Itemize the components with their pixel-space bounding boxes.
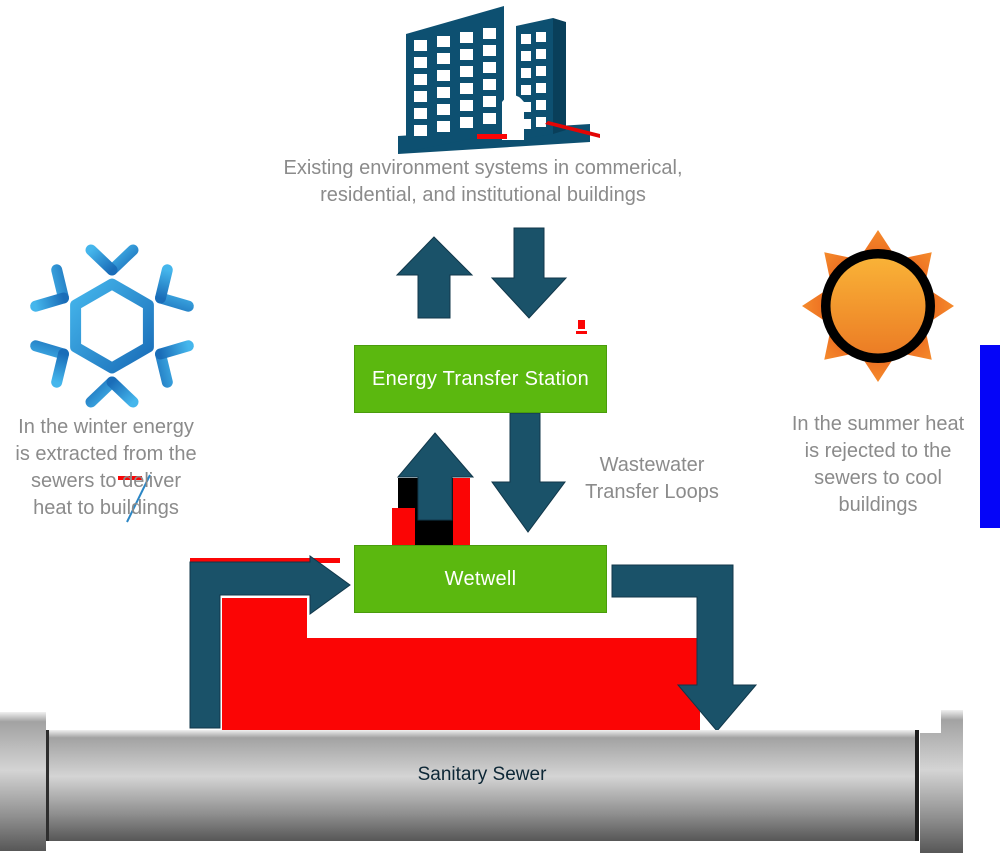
- building-red-line: [545, 121, 600, 138]
- wastewater-caption-line1: Wastewater: [599, 454, 705, 476]
- pipe-collar-left: [0, 712, 46, 851]
- snowflake-tail-line: [126, 474, 151, 523]
- winter-caption-line1: In the winter energy: [18, 416, 194, 438]
- arrow-up-building-icon: [395, 236, 474, 319]
- flow-arrows: [189, 227, 758, 732]
- energy-transfer-station-label: Energy Transfer Station: [371, 367, 589, 390]
- summer-caption-line1: In the summer heat: [791, 413, 965, 435]
- pipe-gap-right: [915, 730, 919, 841]
- summer-caption-line4: buildings: [838, 494, 918, 516]
- sun-core: [830, 258, 926, 354]
- summer-caption-line2: is rejected to the: [804, 440, 952, 462]
- building-windows: [414, 28, 546, 136]
- arrow-down-wetwell-icon: [491, 412, 566, 533]
- red-line-left-loop: [190, 558, 340, 563]
- arrow-down-building-icon: [490, 227, 568, 319]
- red-riser-left: [392, 508, 415, 546]
- building-caption: Existing environment systems in commeric…: [253, 155, 713, 209]
- energy-transfer-station-box: Energy Transfer Station: [354, 345, 607, 413]
- blue-side-strip: [980, 345, 1000, 528]
- building-caption-line2: residential, and institutional buildings: [320, 184, 646, 206]
- building-right-tower-side: [553, 18, 566, 134]
- building-caption-line1: Existing environment systems in commeric…: [283, 157, 683, 179]
- winter-caption-line4: heat to buildings: [33, 497, 179, 519]
- loop-arrow-right-icon: [611, 564, 758, 732]
- building-door: [502, 95, 524, 140]
- winter-caption-line2: is extracted from the: [15, 443, 197, 465]
- summer-caption: In the summer heat is rejected to the se…: [780, 411, 976, 519]
- sewer-pipe: [0, 710, 963, 853]
- red-flow-loop: [222, 598, 700, 730]
- sun-icon: [802, 230, 954, 382]
- wetwell-label: Wetwell: [444, 567, 517, 590]
- building-icon: [398, 6, 600, 154]
- wetwell-box: Wetwell: [354, 545, 607, 613]
- winter-caption: In the winter energy is extracted from t…: [0, 414, 212, 522]
- red-riser-right: [453, 478, 470, 546]
- sanitary-sewer-label: Sanitary Sewer: [417, 764, 547, 785]
- wastewater-loops-caption: Wastewater Transfer Loops: [572, 452, 732, 506]
- summer-caption-line3: sewers to cool: [814, 467, 942, 489]
- pipe-body: [49, 730, 915, 841]
- sun-ring: [821, 249, 935, 363]
- snowflake-icon: [30, 234, 194, 418]
- red-indicator-tick: [576, 320, 587, 334]
- wastewater-caption-line2: Transfer Loops: [585, 481, 719, 503]
- building-left-tower: [406, 6, 504, 152]
- pipe-collar-right: [920, 710, 963, 853]
- building-red-dash: [477, 134, 507, 139]
- pipe-gap-left: [46, 730, 49, 841]
- loop-arrow-left-icon: [189, 555, 351, 729]
- arrow-up-wetwell-icon: [396, 432, 475, 521]
- snowflake-red-dash: [118, 476, 142, 480]
- winter-caption-line3: sewers to deliver: [30, 470, 182, 492]
